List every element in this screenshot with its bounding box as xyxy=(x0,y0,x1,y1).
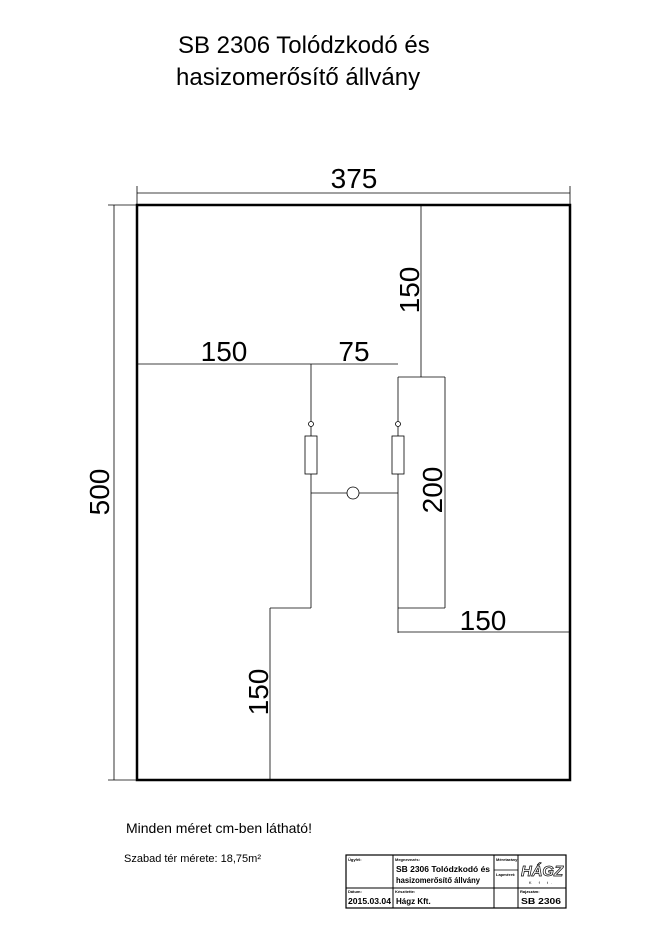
tb-date: 2015.03.04 xyxy=(348,897,392,906)
handle-right-grip xyxy=(391,435,405,475)
free-space-value: 18,75m² xyxy=(220,853,261,865)
tb-designer: Hágz Kft. xyxy=(396,897,431,906)
tb-drawing-no: SB 2306 xyxy=(521,897,562,906)
floor-boundary xyxy=(135,203,572,782)
title-line-2: hasizomerősítő állvány xyxy=(176,64,421,91)
crossbar-center-mark xyxy=(346,486,360,500)
dim-label-top-right-vertical: 150 xyxy=(394,267,425,314)
tb-name-label: Megnevezés: xyxy=(395,857,420,862)
dim-label-right-horizontal: 150 xyxy=(460,605,507,636)
handle-left-grip xyxy=(304,435,318,475)
units-note: Minden méret cm-ben látható! xyxy=(126,820,312,836)
tb-format-label: Lapméret: xyxy=(496,872,515,877)
dim-label-center-horizontal: 75 xyxy=(338,336,369,367)
dim-label-left-horizontal: 150 xyxy=(201,336,248,367)
handle-left-pin xyxy=(308,421,314,427)
dim-label-width-total: 375 xyxy=(331,163,378,194)
dim-label-height-total: 500 xyxy=(84,469,115,516)
handle-right-pin xyxy=(395,421,401,427)
tb-name-line-1: SB 2306 Tolódzkodó és xyxy=(396,865,491,874)
tb-logo-sub: K f t. xyxy=(529,880,555,885)
tb-date-label: Dátum: xyxy=(348,889,362,894)
tb-drawing-no-label: Rajzszám: xyxy=(520,889,540,894)
free-space-info: Szabad tér mérete: 18,75m² xyxy=(124,853,261,865)
tb-logo: HÁGZ xyxy=(521,863,564,880)
tb-designer-label: Készítette: xyxy=(395,889,415,894)
free-space-label: Szabad tér mérete: xyxy=(124,853,218,865)
title-line-1: SB 2306 Tolódzkodó és xyxy=(178,32,430,59)
dim-label-bottom-left-vertical: 150 xyxy=(243,669,274,716)
tb-client-label: Ügyfél: xyxy=(348,857,362,862)
tb-name-line-2: hasizomerősítő állvány xyxy=(396,876,481,885)
dim-label-right-vertical: 200 xyxy=(417,467,448,514)
tb-scale-label: Méretarány: xyxy=(496,857,519,862)
title-block: Ügyfél: Megnevezés: SB 2306 Tolódzkodó é… xyxy=(345,854,567,909)
